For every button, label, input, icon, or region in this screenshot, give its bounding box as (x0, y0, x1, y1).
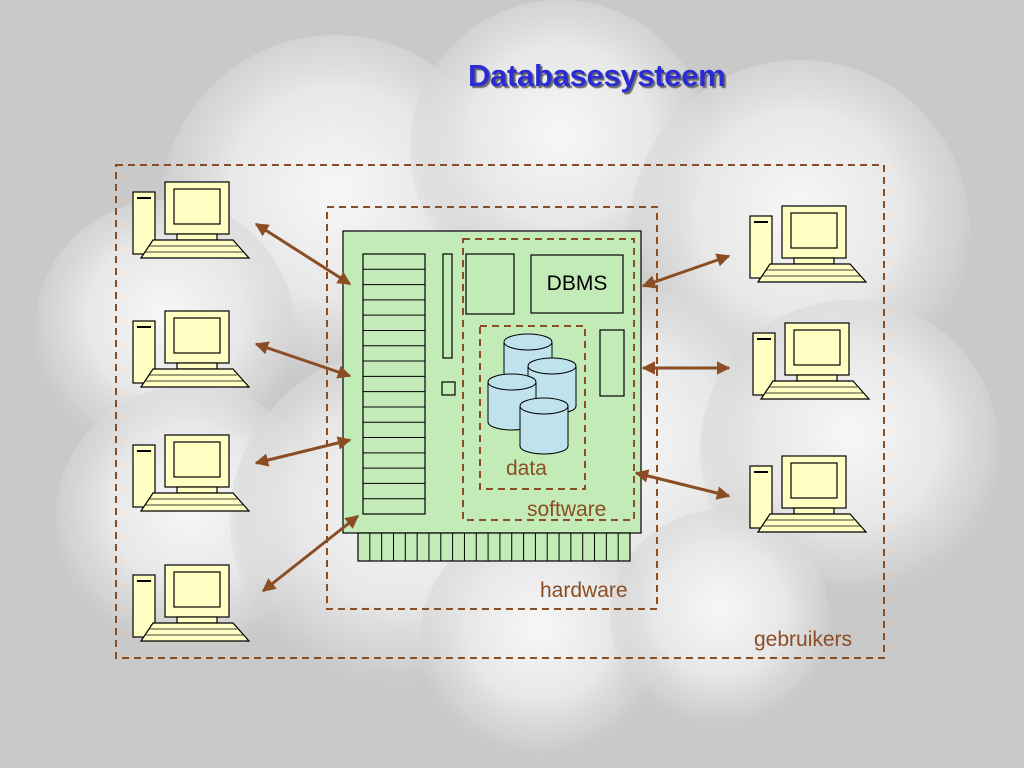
data-label: data (506, 457, 547, 480)
circuit-board-icon (342, 230, 642, 562)
connection-arrows (254, 222, 731, 593)
hardware-label: hardware (540, 579, 628, 602)
dbms-box (530, 254, 624, 314)
software-label: software (527, 498, 607, 521)
software-region (462, 238, 635, 521)
hardware-region (326, 206, 658, 610)
dbms-label: DBMS (546, 272, 608, 295)
slide-title: Databasesysteem (468, 58, 726, 93)
data-region (479, 325, 586, 490)
users-region (115, 164, 885, 659)
users-label: gebruikers (754, 628, 853, 651)
